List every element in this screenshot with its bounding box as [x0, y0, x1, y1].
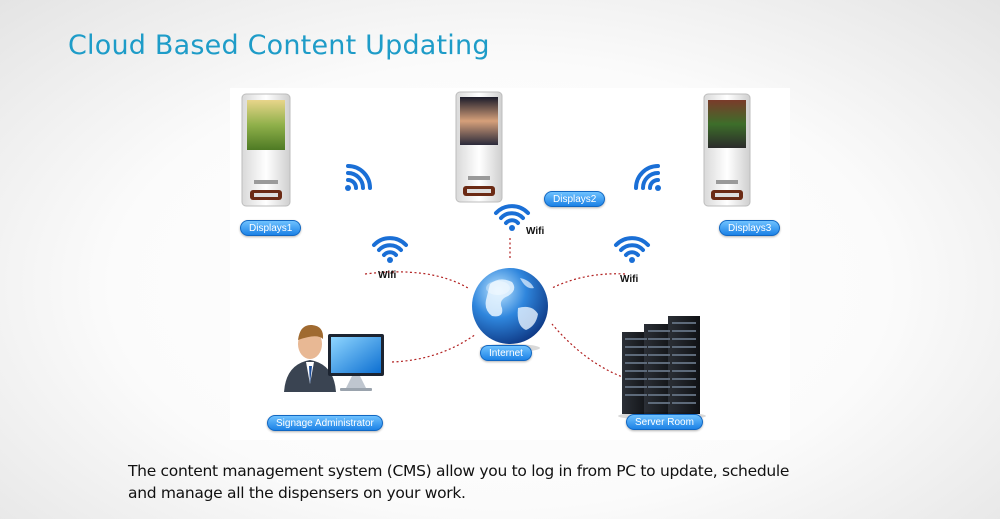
caption-line-1: The content management system (CMS) allo…	[128, 462, 790, 480]
signage-administrator-label: Signage Administrator	[267, 415, 383, 431]
internet-label: Internet	[480, 345, 532, 361]
wifi-icon	[345, 164, 372, 191]
slide-caption: The content management system (CMS) allo…	[128, 460, 928, 504]
kiosk-display-icon	[703, 93, 751, 207]
displays2-label: Displays2	[544, 191, 606, 207]
server-room-label: Server Room	[626, 414, 703, 430]
wifi-label-center: Wifi	[526, 226, 545, 237]
administrator-computer-icon	[284, 324, 384, 392]
server-rack-icon	[618, 316, 706, 420]
kiosk-display-icon	[241, 93, 291, 207]
globe-icon	[472, 268, 548, 352]
caption-line-2: and manage all the dispensers on your wo…	[128, 484, 466, 502]
displays1-label: Displays1	[240, 220, 302, 236]
wifi-icon	[634, 164, 661, 191]
diagram-graphics	[241, 91, 751, 420]
network-diagram: Displays1 Displays2 Displays3 Wifi Wifi …	[230, 88, 790, 440]
wifi-icon	[614, 236, 650, 263]
wifi-icon	[494, 204, 530, 231]
slide-title: Cloud Based Content Updating	[68, 30, 490, 61]
wifi-label-right: Wifi	[620, 274, 639, 285]
wifi-label-left: Wifi	[378, 270, 397, 281]
displays3-label: Displays3	[719, 220, 781, 236]
kiosk-display-icon	[455, 91, 503, 203]
wifi-icon	[372, 236, 408, 263]
network-links	[364, 238, 626, 379]
